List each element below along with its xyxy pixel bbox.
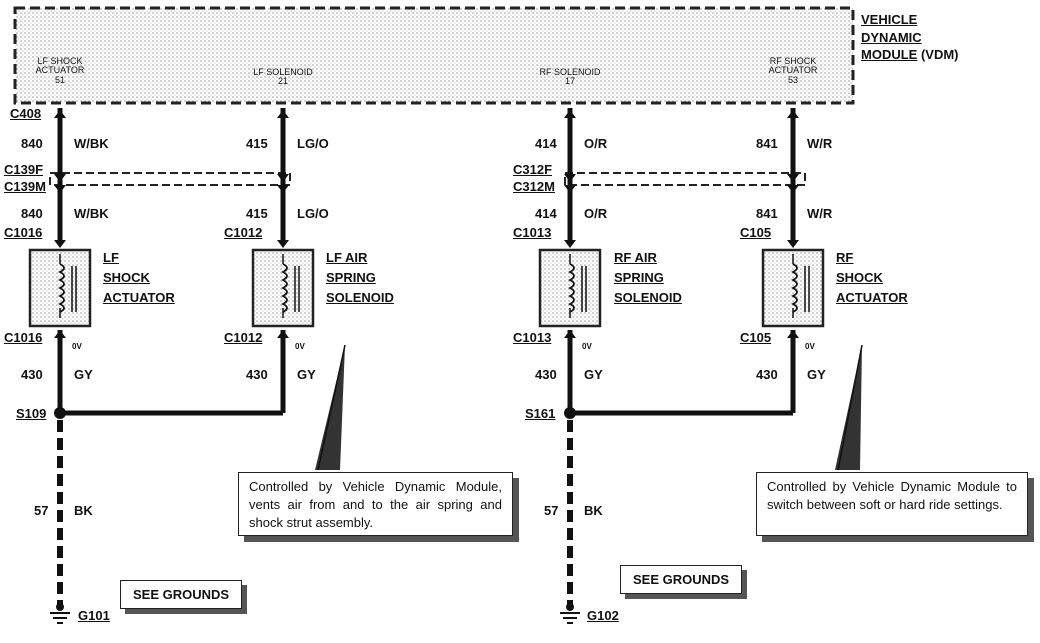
wire-color: W/BK (74, 136, 109, 151)
splice-s109-dot (54, 407, 66, 419)
upper-wires (57, 108, 796, 245)
connector-label: C1012 (224, 225, 263, 240)
connector-label: C139F (4, 162, 44, 177)
circuit-number: 430 (535, 367, 557, 382)
note-lf-air-spring: Controlled by Vehicle Dynamic Module, ve… (238, 472, 513, 536)
wire-color: O/R (584, 136, 608, 151)
connector-label: C1016 (4, 225, 43, 240)
ground-symbols (50, 612, 580, 624)
wire-color: W/BK (74, 206, 109, 221)
connector-c139 (49, 172, 291, 186)
circuit-number: 414 (535, 206, 557, 221)
note-rf-shock: Controlled by Vehicle Dynamic Module to … (756, 472, 1028, 536)
wire-color: LG/O (297, 206, 329, 221)
circuit-number: 414 (535, 136, 557, 151)
connector-arrows (54, 110, 799, 338)
circuit-number: 415 (246, 136, 268, 151)
connector-label: C312F (513, 162, 553, 177)
connector-label: C1013 (513, 225, 552, 240)
connector-label: C105 (740, 330, 772, 345)
see-grounds-button[interactable]: SEE GROUNDS (120, 580, 243, 609)
connector-label: C1016 (4, 330, 43, 345)
lf-shock-actuator-symbol (28, 248, 92, 328)
circuit-number: 57 (34, 503, 49, 518)
wire-color: LG/O (297, 136, 329, 151)
connector-label: C1012 (224, 330, 263, 345)
wire-color: W/R (807, 206, 833, 221)
rf-shock-actuator-symbol (761, 248, 825, 328)
vdm-title: VEHICLE DYNAMIC MODULE (VDM) (861, 12, 959, 63)
connector-label: C1013 (513, 330, 552, 345)
voltage-label: 0V (295, 342, 305, 351)
lower-wires (57, 330, 796, 416)
wire-color: BK (74, 503, 93, 518)
circuit-number: 840 (21, 206, 43, 221)
circuit-number: 841 (756, 136, 778, 151)
splice-s109-label: S109 (16, 406, 47, 421)
rf-air-spring-solenoid-symbol (538, 248, 602, 328)
circuit-number: 415 (246, 206, 268, 221)
wire-color: W/R (807, 136, 833, 151)
circuit-number: 840 (21, 136, 43, 151)
wire-color: O/R (584, 206, 608, 221)
circuit-number: 430 (246, 367, 268, 382)
circuit-number: 430 (756, 367, 778, 382)
voltage-label: 0V (72, 342, 82, 351)
circuit-number: 841 (756, 206, 778, 221)
connector-label: C139M (4, 179, 46, 194)
pin-rf-solenoid: RF SOLENOID 17 (539, 67, 601, 87)
connector-label: C105 (740, 225, 772, 240)
wire-color: BK (584, 503, 603, 518)
voltage-label: 0V (582, 342, 592, 351)
wire-color: GY (297, 367, 316, 382)
callout-pointers (315, 344, 863, 471)
ground-wires (57, 420, 573, 605)
lf-air-spring-solenoid-symbol (251, 248, 315, 328)
vdm-module-box (13, 6, 855, 105)
pin-rf-shock-actuator: RF SHOCK ACTUATOR 53 (768, 56, 818, 85)
circuit-number: 430 (21, 367, 43, 382)
ground-g101-label: G101 (78, 608, 110, 623)
splice-s161-dot (564, 407, 576, 419)
connector-label: C408 (10, 106, 42, 121)
connector-label: C312M (513, 179, 555, 194)
ground-g102-label: G102 (587, 608, 619, 623)
wire-color: GY (74, 367, 93, 382)
see-grounds-button[interactable]: SEE GROUNDS (620, 565, 743, 594)
wire-color: GY (584, 367, 603, 382)
connector-c312 (564, 172, 806, 186)
wire-color: GY (807, 367, 826, 382)
voltage-label: 0V (805, 342, 815, 351)
splice-s161-label: S161 (525, 406, 556, 421)
pin-lf-shock-actuator: LF SHOCK ACTUATOR 51 (35, 56, 85, 85)
pin-lf-solenoid: LF SOLENOID 21 (253, 67, 313, 87)
circuit-number: 57 (544, 503, 559, 518)
